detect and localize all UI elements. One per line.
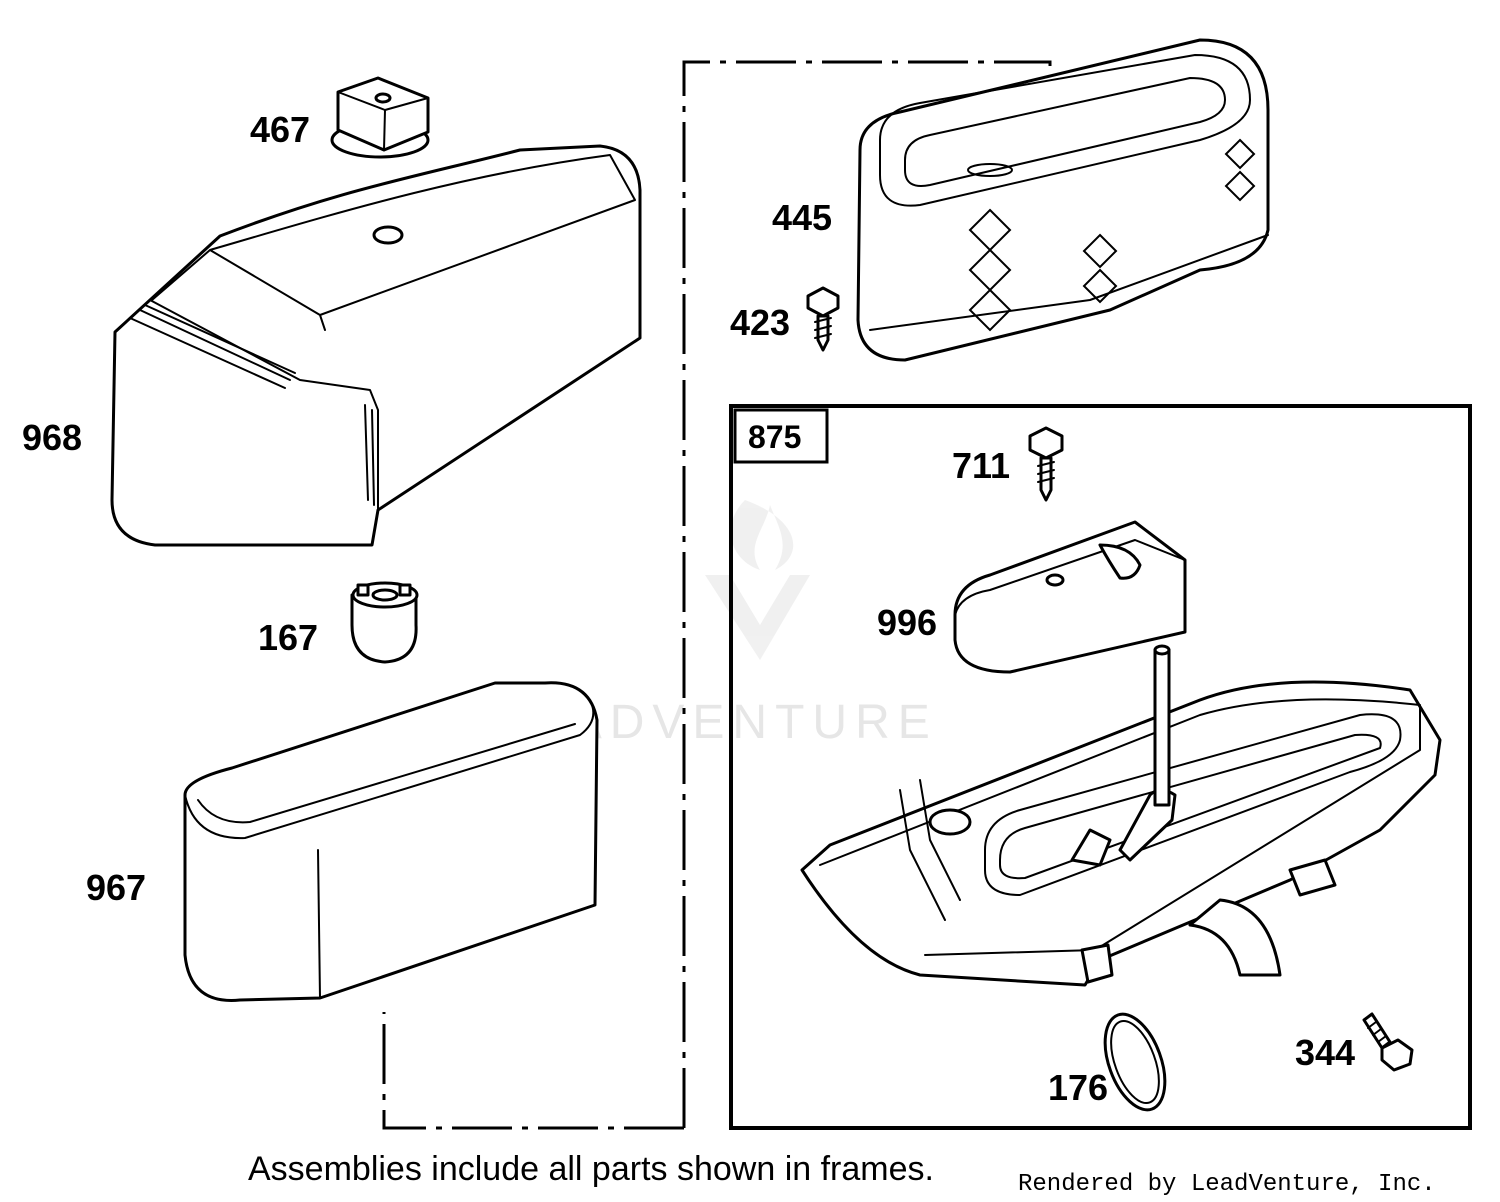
part-number-176: 176 (1048, 1067, 1108, 1108)
oring-176 (1103, 1012, 1167, 1112)
grommet-167 (350, 581, 419, 664)
footer-caption: Assemblies include all parts shown in fr… (248, 1150, 934, 1188)
knob-467 (330, 76, 430, 159)
cover-996 (953, 520, 1187, 674)
base-875 (800, 644, 1442, 987)
frame-label-box (733, 408, 829, 464)
screw-423 (806, 286, 840, 352)
part-number-968: 968 (22, 417, 82, 458)
screw-711 (1028, 426, 1064, 502)
part-number-167: 167 (258, 617, 318, 658)
precleaner-967 (183, 681, 599, 1002)
part-number-967: 967 (86, 867, 146, 908)
frame-number-875: 875 (748, 419, 801, 455)
part-number-423: 423 (730, 302, 790, 343)
screw-344 (1362, 1012, 1414, 1072)
rendered-by-credit: Rendered by LeadVenture, Inc. (1018, 1171, 1436, 1198)
filter-445 (856, 38, 1270, 362)
part-number-711: 711 (952, 445, 1010, 486)
assembly-frame (729, 404, 1472, 1130)
part-number-467: 467 (250, 109, 310, 150)
part-number-445: 445 (772, 197, 832, 238)
leadventure-watermark-logo (705, 500, 810, 660)
part-number-996: 996 (877, 602, 937, 643)
cover-968 (110, 144, 642, 547)
part-number-344: 344 (1295, 1032, 1355, 1073)
